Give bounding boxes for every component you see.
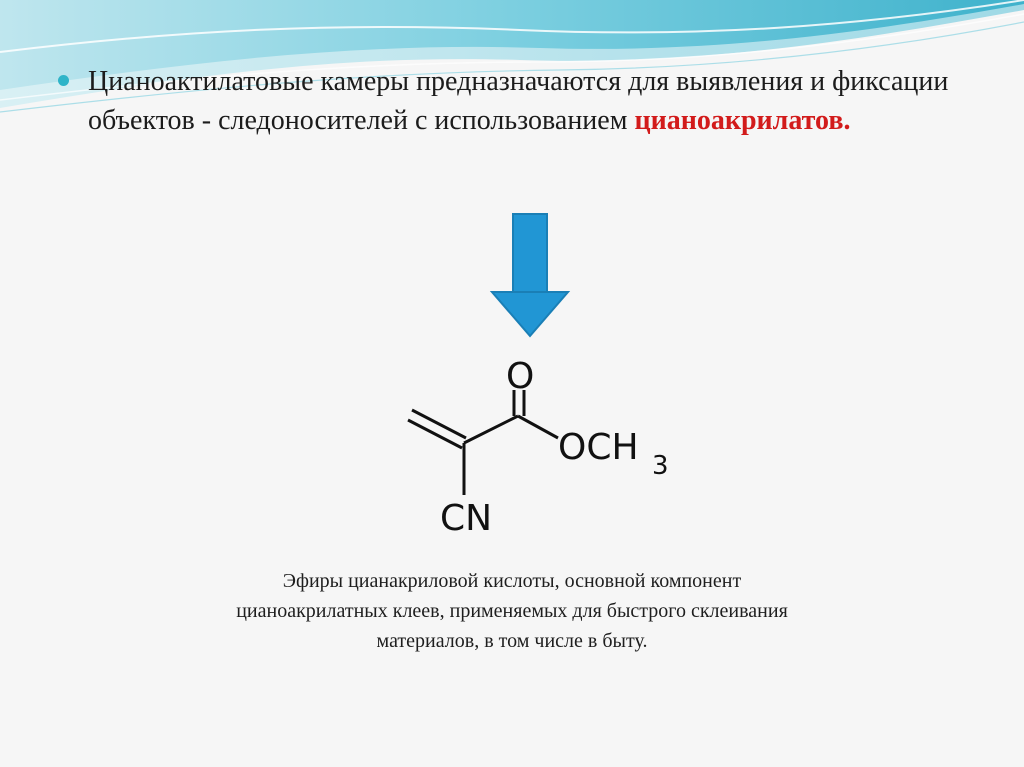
header-wave-decoration [0, 0, 1024, 113]
cyanoacrylate-structure: O OCH 3 CN [407, 356, 669, 539]
cn-label: CN [440, 498, 492, 539]
bullet-text: Цианоактилатовые камеры предназначаются … [88, 62, 988, 140]
caption-line: Эфиры цианакриловой кислоты, основной ко… [282, 570, 742, 592]
bullet-text-highlight: цианоакрилатов. [634, 105, 851, 136]
bullet-dot-icon [58, 75, 69, 86]
caption: Эфиры цианакриловой кислоты, основной ко… [110, 566, 914, 656]
caption-line: цианоакрилатных клеев, применяемых для б… [236, 600, 788, 622]
oxygen-label: O [506, 356, 534, 397]
bullet-item: Цианоактилатовые камеры предназначаются … [58, 62, 988, 140]
och-subscript-label: 3 [652, 451, 669, 481]
caption-line: материалов, в том числе в быту. [376, 630, 648, 652]
bullet-text-main: Цианоактилатовые камеры предназначаются … [88, 66, 949, 136]
down-arrow-icon [489, 213, 571, 338]
och-label: OCH [558, 427, 639, 468]
